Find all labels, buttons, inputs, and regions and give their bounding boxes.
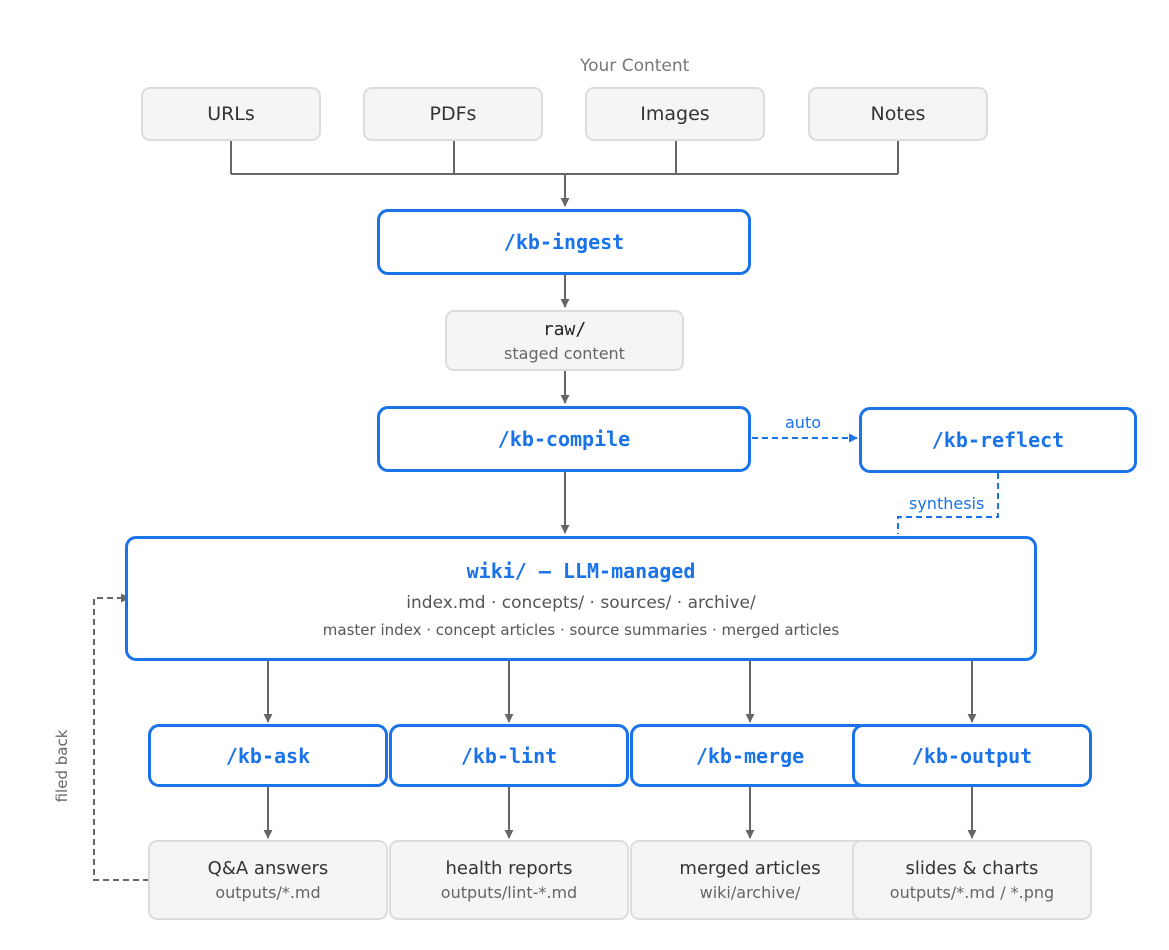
synthesis-connector [897,473,999,534]
source-images: Images [585,87,765,141]
raw-sublabel: staged content [504,343,625,363]
source-notes: Notes [808,87,988,141]
sources-caption: Your Content [580,56,690,76]
kb-output-node: /kb-output [852,724,1092,787]
filed-back-connector [93,593,149,881]
output-health-reports: health reports outputs/lint-*.md [389,840,629,920]
wiki-to-commands-connectors [263,660,977,723]
output-qa-answers: Q&A answers outputs/*.md [148,840,388,920]
filed-back-label: filed back [53,729,71,803]
commands-to-outputs-connectors [263,786,977,839]
kb-ask-node: /kb-ask [148,724,388,787]
kb-reflect-node: /kb-reflect [859,407,1137,473]
wiki-structure: index.md · concepts/ · sources/ · archiv… [406,592,756,613]
kb-lint-node: /kb-lint [389,724,629,787]
wiki-node: wiki/ — LLM-managed index.md · concepts/… [125,536,1037,661]
wiki-title: wiki/ — LLM-managed [466,558,696,583]
synthesis-label: synthesis [909,494,985,513]
raw-label: raw/ [542,318,587,340]
output-title: merged articles [679,858,821,879]
output-title: Q&A answers [207,858,329,879]
output-path: wiki/archive/ [699,883,801,902]
auto-label: auto [785,413,822,432]
kb-ingest-node: /kb-ingest [377,209,751,275]
output-path: outputs/*.md [215,883,321,902]
output-title: slides & charts [905,858,1039,879]
kb-compile-node: /kb-compile [377,406,751,472]
sources-merge-connector [230,140,899,207]
source-urls: URLs [141,87,321,141]
output-path: outputs/*.md / *.png [889,883,1055,902]
raw-node: raw/ staged content [445,310,684,371]
output-title: health reports [445,858,573,879]
kb-merge-node: /kb-merge [630,724,870,787]
output-path: outputs/lint-*.md [440,883,578,902]
wiki-description: master index · concept articles · source… [322,620,840,639]
output-slides-charts: slides & charts outputs/*.md / *.png [852,840,1092,920]
source-pdfs: PDFs [363,87,543,141]
output-merged-articles: merged articles wiki/archive/ [630,840,870,920]
